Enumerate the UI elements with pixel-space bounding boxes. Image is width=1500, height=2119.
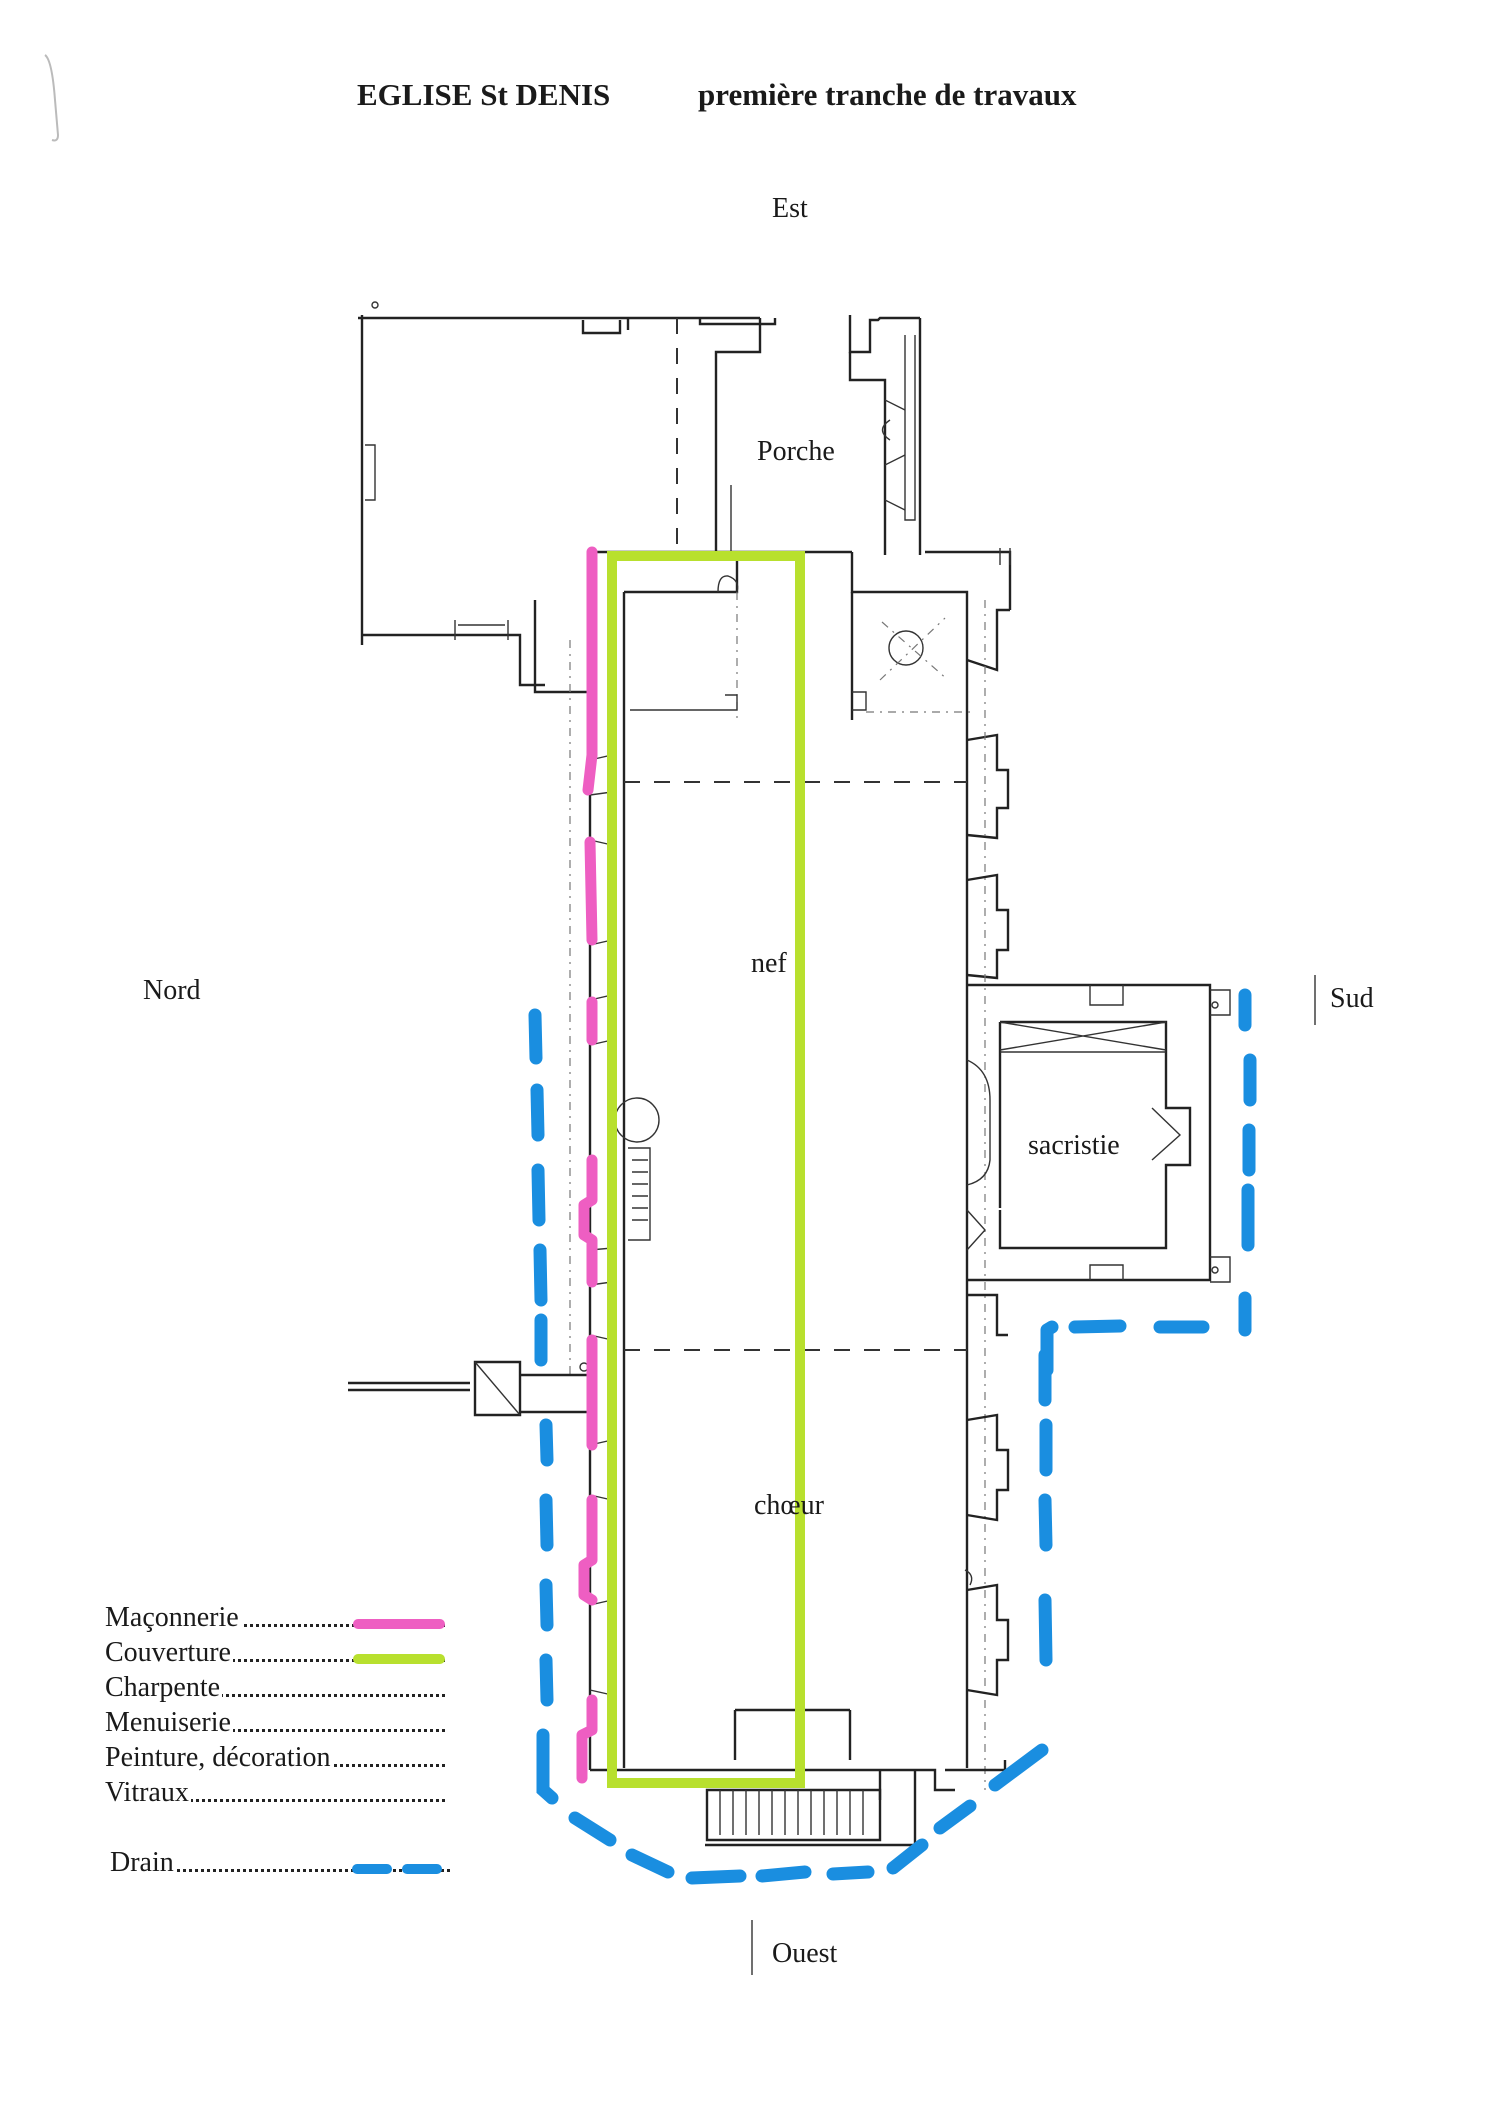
title-phase: première tranche de travaux	[698, 77, 1077, 112]
legend-leader-dots	[110, 1869, 450, 1872]
roofing-highlight	[607, 551, 805, 1788]
legend-leader-dots	[105, 1659, 445, 1662]
south-lower-walls	[964, 1293, 1010, 1697]
legend-swatch-drain	[352, 1864, 392, 1874]
drain-highlight	[528, 988, 1257, 1885]
legend-item-carpentry: Charpente	[105, 1670, 445, 1705]
legend-item-joinery: Menuiserie	[105, 1705, 445, 1740]
room-choir: chœur	[754, 1490, 824, 1521]
legend-label: Couverture	[105, 1637, 233, 1668]
room-nave: nef	[751, 948, 787, 979]
legend-swatch-masonry	[353, 1619, 445, 1629]
compass-west: Ouest	[772, 1938, 838, 1969]
room-porch: Porche	[757, 436, 835, 467]
legend-item-stained-glass: Vitraux	[105, 1775, 445, 1810]
nave-walls	[569, 548, 1012, 1790]
legend-label: Charpente	[105, 1672, 223, 1703]
legend-item-painting: Peinture, décoration	[105, 1740, 445, 1775]
legend-leader-dots	[105, 1729, 445, 1732]
legend-swatch-drain	[402, 1864, 442, 1874]
legend-label: Menuiserie	[105, 1707, 233, 1738]
legend-label: Maçonnerie	[105, 1602, 241, 1633]
compass-north: Nord	[143, 975, 201, 1006]
masonry-highlight	[576, 546, 598, 1784]
legend-item-masonry: Maçonnerie	[105, 1600, 445, 1635]
legend-leader-dots	[105, 1694, 445, 1697]
legend-item-drain: Drain	[110, 1845, 450, 1880]
north-annex	[358, 301, 760, 694]
legend-leader-dots	[105, 1799, 445, 1802]
north-windows	[348, 754, 660, 1696]
legend-leader-dots	[105, 1624, 445, 1627]
title-church: EGLISE St DENIS	[357, 77, 611, 112]
room-sacristy: sacristie	[1028, 1130, 1120, 1161]
sacristy-block	[966, 983, 1231, 1283]
staple-mark	[44, 54, 60, 142]
compass-east: Est	[772, 193, 808, 224]
legend-label: Vitraux	[105, 1777, 191, 1808]
porch-block	[581, 315, 922, 555]
legend-swatch-roofing	[353, 1654, 445, 1664]
legend-label: Drain	[110, 1847, 176, 1878]
legend-label: Peinture, décoration	[105, 1742, 333, 1773]
compass-south: Sud	[1330, 983, 1374, 1014]
legend-item-roofing: Couverture	[105, 1635, 445, 1670]
